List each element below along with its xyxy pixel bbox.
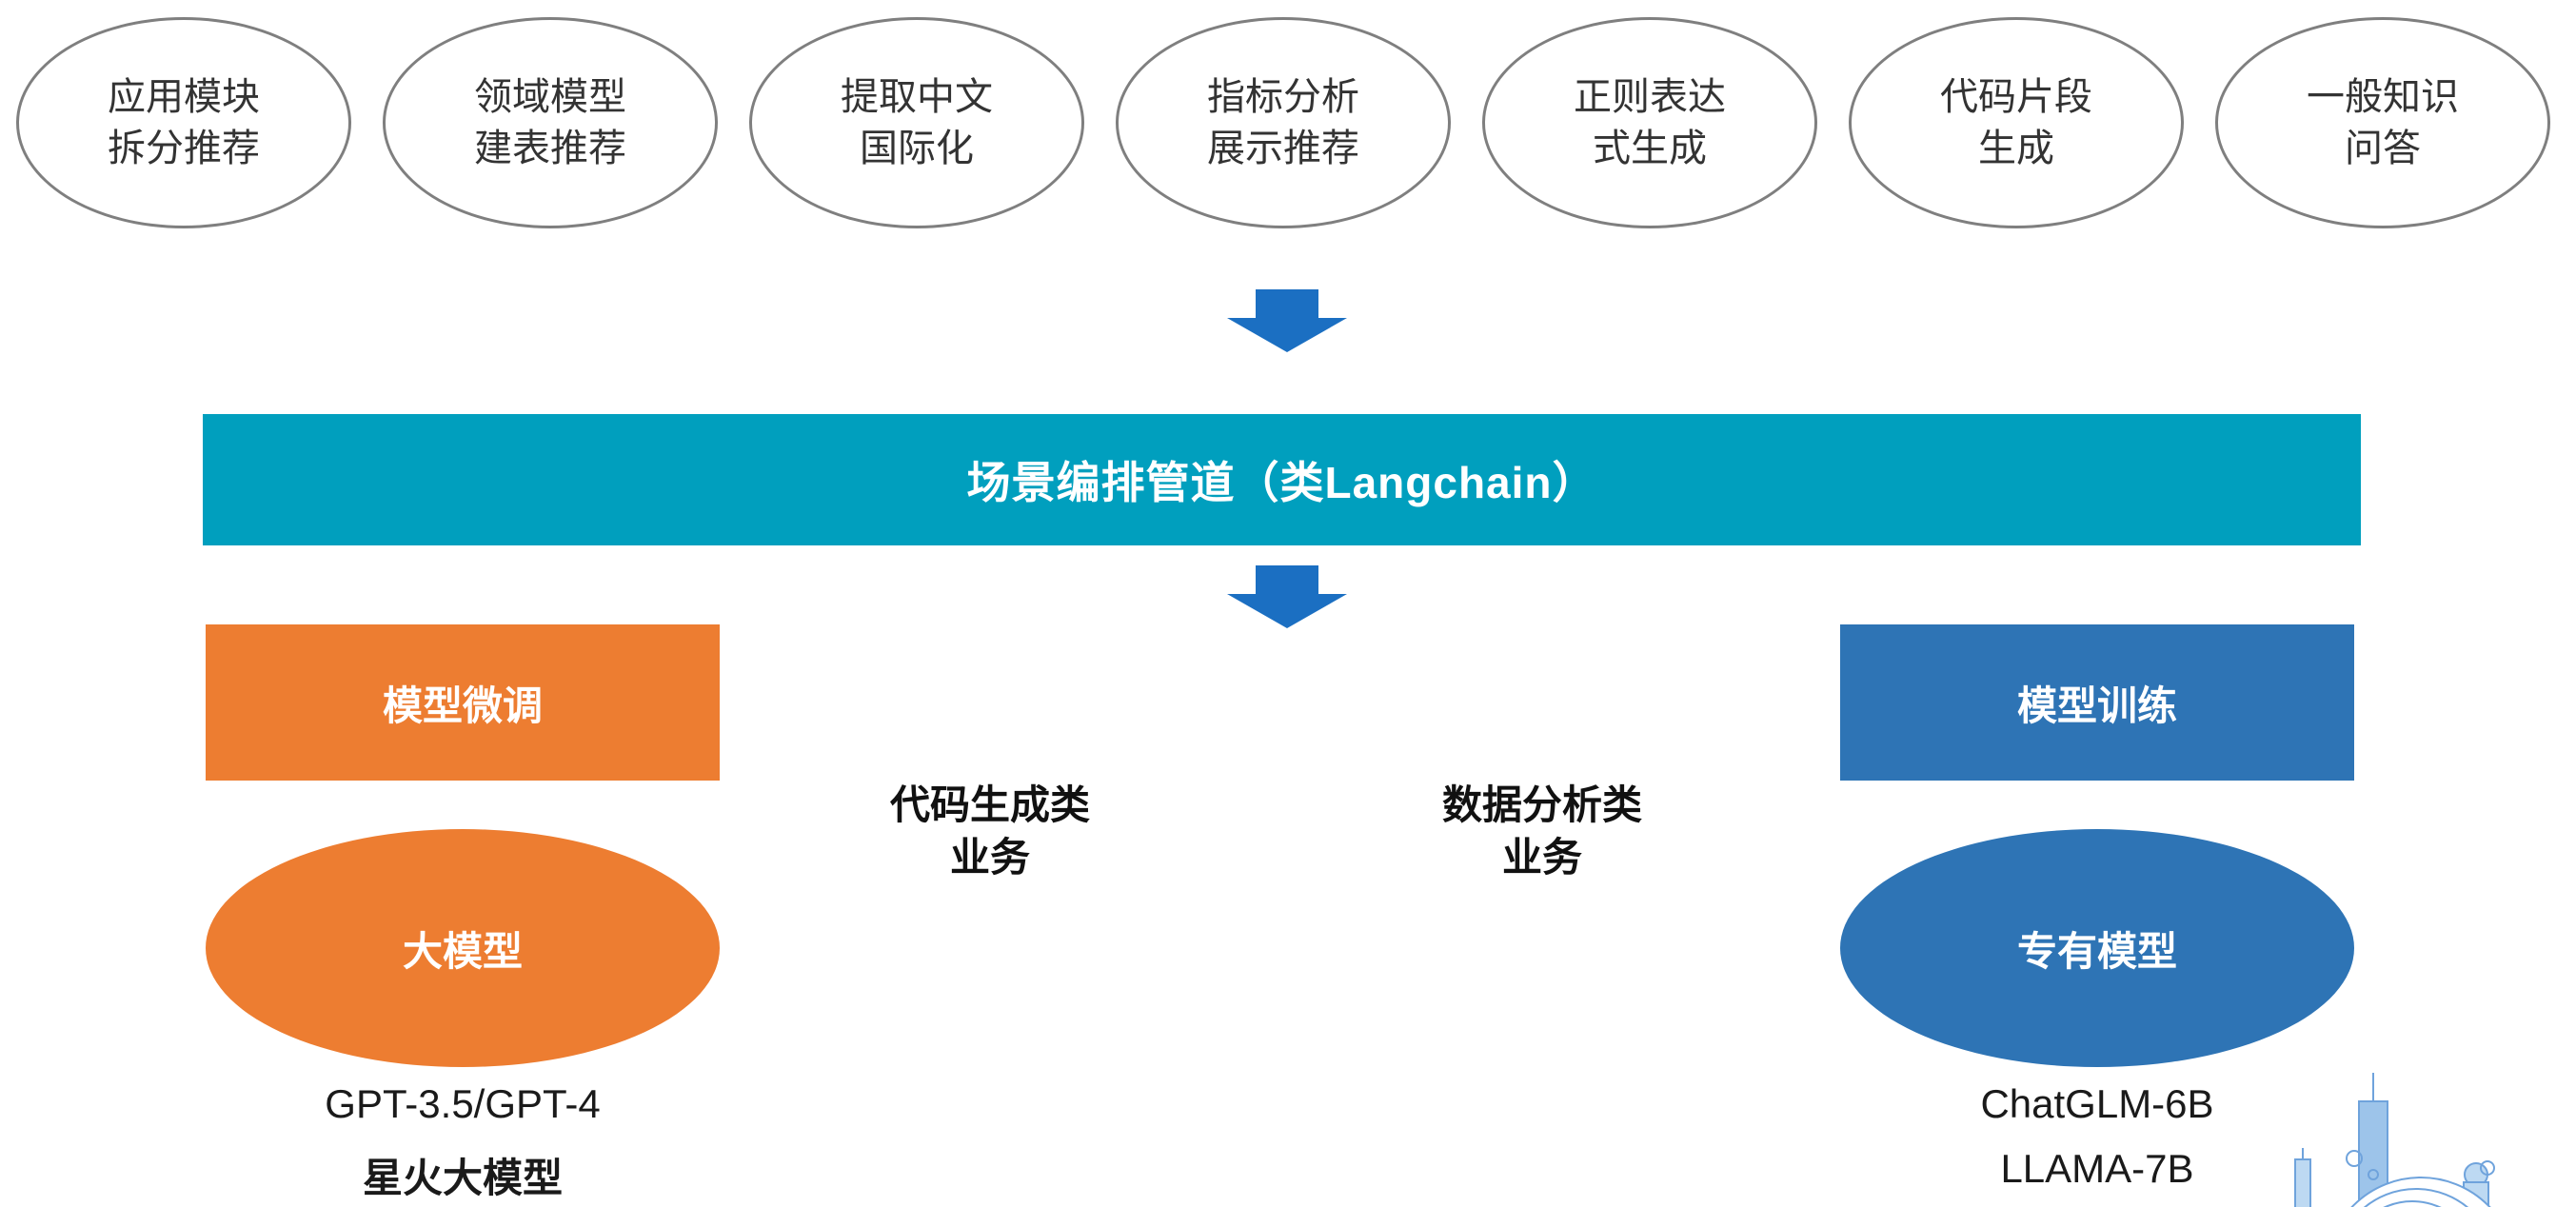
finetune-stage-box: 模型微调 <box>206 624 720 781</box>
scenario-label: 代码片段生成 <box>1940 76 2092 169</box>
left-model-name-spark: 星火大模型 <box>362 1156 563 1200</box>
scenario-ellipse-app-module-split: 应用模块拆分推荐 <box>16 17 351 228</box>
scenario-label: 正则表达式生成 <box>1574 76 1726 169</box>
scenario-ellipse-regex-generation: 正则表达式生成 <box>1482 17 1817 228</box>
down-arrow-icon <box>1227 565 1347 628</box>
business-label-data-analysis: 数据分析类业务 <box>1441 782 1642 881</box>
scenario-label: 一般知识问答 <box>2307 76 2459 169</box>
scenario-label: 领域模型建表推荐 <box>474 76 626 169</box>
scenario-label: 应用模块拆分推荐 <box>108 76 260 169</box>
right-model-name-chatglm: ChatGLM-6B <box>1980 1081 2214 1126</box>
proprietary-model-label: 专有模型 <box>2016 928 2177 974</box>
right-model-name-llama: LLAMA-7B <box>2000 1146 2194 1191</box>
scenario-label: 指标分析展示推荐 <box>1207 76 1359 169</box>
scenario-label: 提取中文国际化 <box>841 76 993 169</box>
training-stage-label: 模型训练 <box>2016 683 2177 728</box>
pipeline-bar-label: 场景编排管道（类Langchain） <box>966 458 1597 507</box>
proprietary-model-ellipse: 专有模型 <box>1840 829 2354 1067</box>
down-arrow-icon <box>1227 289 1347 352</box>
scenario-ellipse-chinese-i18n: 提取中文国际化 <box>749 17 1084 228</box>
large-model-label: 大模型 <box>402 928 523 974</box>
scenario-ellipse-metric-analysis: 指标分析展示推荐 <box>1116 17 1451 228</box>
scenario-ellipse-general-qa: 一般知识问答 <box>2215 17 2550 228</box>
left-model-name-gpt: GPT-3.5/GPT-4 <box>325 1081 601 1126</box>
scenario-ellipse-code-snippet: 代码片段生成 <box>1849 17 2184 228</box>
city-skyline-illustration <box>2264 1068 2561 1207</box>
scenario-ellipse-domain-model-table: 领域模型建表推荐 <box>383 17 718 228</box>
large-model-ellipse: 大模型 <box>206 829 720 1067</box>
training-stage-box: 模型训练 <box>1840 624 2354 781</box>
finetune-stage-label: 模型微调 <box>382 683 543 728</box>
business-label-code-generation: 代码生成类业务 <box>889 782 1090 881</box>
pipeline-bar: 场景编排管道（类Langchain） <box>203 414 2361 545</box>
